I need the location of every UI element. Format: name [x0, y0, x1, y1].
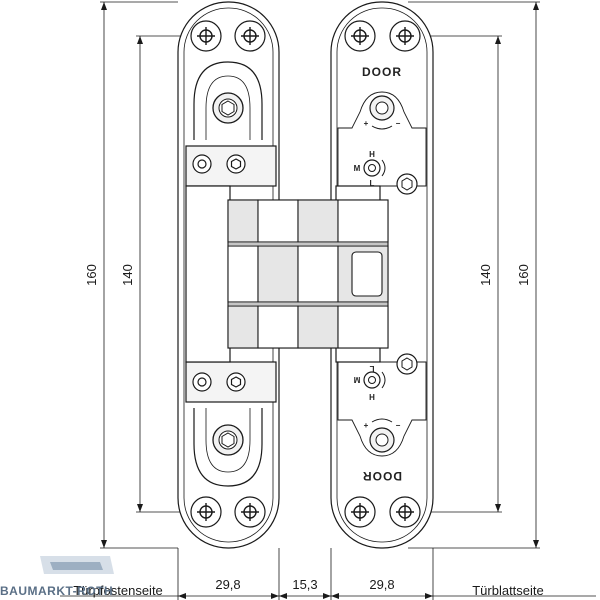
height-mark-m-bottom: M	[353, 375, 360, 384]
dim-center-gap: 15,3	[292, 577, 317, 592]
dim-overall-length-right: 160	[516, 264, 531, 286]
mounting-screw-door-bottom-right	[389, 496, 421, 528]
height-mark-l-top: L	[370, 179, 375, 188]
lateral-minus-top: −	[396, 119, 401, 128]
label-frame-side: Türpfostenseite	[73, 583, 163, 598]
central-arm-assembly	[227, 199, 389, 349]
mounting-screw-frame-top-left	[190, 20, 222, 52]
lateral-adjust-screw-bottom	[369, 418, 395, 453]
watermark-logo: BAUMARKT-ROTH	[0, 556, 114, 598]
door-mark-bottom: DOOR	[362, 469, 402, 483]
dim-overall-length-left: 160	[84, 264, 99, 286]
height-mark-l-bottom: L	[369, 364, 374, 373]
mounting-screw-door-bottom-left	[344, 496, 376, 528]
cam-screw-frame-top	[212, 92, 244, 124]
door-mark-top: DOOR	[362, 65, 402, 79]
dim-frame-body-width: 29,8	[215, 577, 240, 592]
mounting-screw-frame-bottom-left	[190, 496, 222, 528]
lateral-adjust-screw-top	[369, 95, 395, 130]
label-door-side: Türblattseite	[472, 583, 544, 598]
height-mark-m-top: M	[354, 164, 361, 173]
bearing-screws-frame-bottom	[192, 372, 246, 392]
lateral-minus-bottom: −	[396, 421, 401, 430]
dim-door-body-width: 29,8	[369, 577, 394, 592]
vertical-dimension-lines	[100, 1, 540, 549]
height-adjust-screw-bottom	[363, 371, 386, 389]
depth-adjust-screw-top	[396, 173, 418, 195]
horizontal-dimension-ticks	[178, 593, 433, 599]
vertical-dimension-ticks	[101, 2, 539, 548]
depth-adjust-screw-bottom	[396, 353, 418, 375]
mounting-screw-door-top-right	[389, 20, 421, 52]
height-mark-h-bottom: H	[369, 392, 375, 401]
cam-screw-frame-bottom	[212, 424, 244, 456]
mounting-screw-frame-top-right	[234, 20, 266, 52]
lateral-plus-top: +	[364, 119, 369, 128]
height-adjust-screw-top	[363, 159, 386, 177]
dim-screw-spacing-left: 140	[120, 264, 135, 286]
mounting-screw-door-top-left	[344, 20, 376, 52]
bearing-screws-frame-top	[192, 154, 246, 174]
watermark-text: BAUMARKT-ROTH	[0, 584, 113, 598]
height-mark-h-top: H	[369, 150, 375, 159]
mounting-screw-frame-bottom-right	[234, 496, 266, 528]
lateral-plus-bottom: +	[364, 421, 369, 430]
dim-screw-spacing-right: 140	[478, 264, 493, 286]
